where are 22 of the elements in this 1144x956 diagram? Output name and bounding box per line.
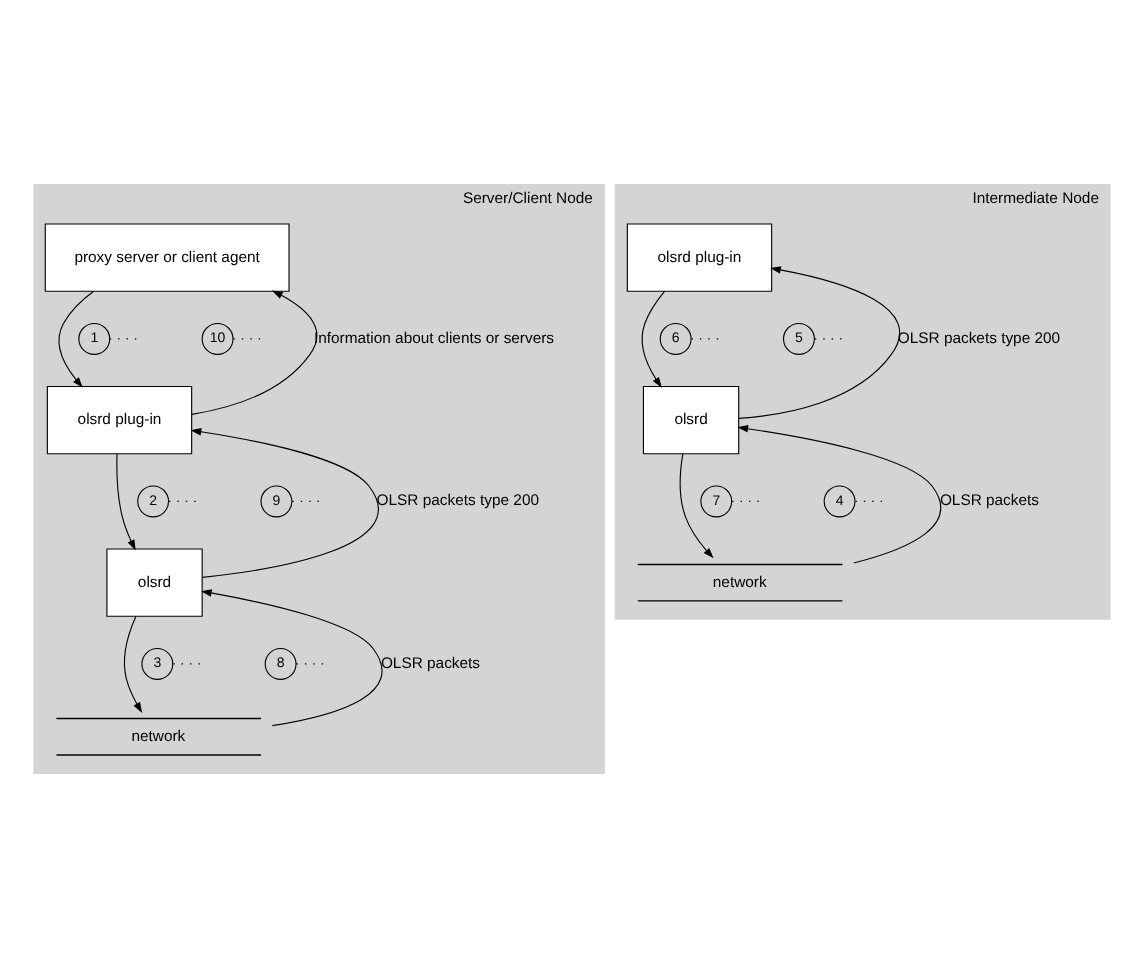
node-box: olsrd plug-in xyxy=(626,222,773,291)
connector xyxy=(691,337,723,339)
arrow xyxy=(123,615,143,712)
edge-label: OLSR packets type 200 xyxy=(376,490,540,509)
connector xyxy=(168,499,200,501)
node-text: network xyxy=(712,571,767,590)
node-box: olsrd xyxy=(642,385,740,454)
node-box: olsrd xyxy=(106,547,203,616)
edge-label: OLSR packets xyxy=(939,490,1040,509)
node-box: proxy server or client agent xyxy=(44,222,290,291)
arrow xyxy=(679,452,714,558)
connector xyxy=(814,337,846,339)
arrow xyxy=(191,289,318,414)
arrow xyxy=(116,452,136,550)
arrow xyxy=(200,588,383,726)
arrow xyxy=(737,424,942,563)
arrow xyxy=(738,265,901,418)
arrow xyxy=(190,427,379,577)
node-box: olsrd plug-in xyxy=(46,385,193,454)
node-text: network xyxy=(131,725,186,744)
edge-label: OLSR packets xyxy=(380,652,481,671)
arrow xyxy=(641,290,665,387)
